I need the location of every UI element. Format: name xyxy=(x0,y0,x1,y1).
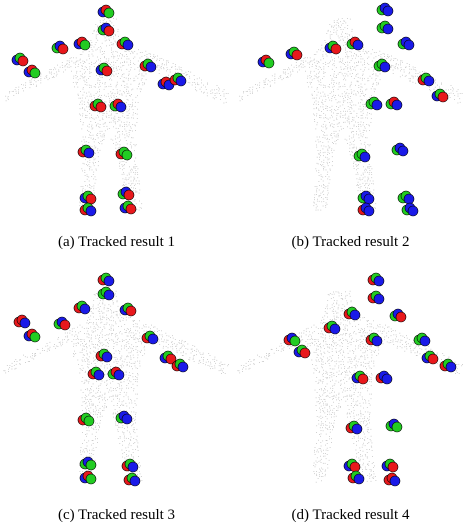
joint-marker xyxy=(125,305,137,317)
joint-marker xyxy=(263,57,275,69)
caption-d: (d) Tracked result 4 xyxy=(291,507,410,523)
joint-marker xyxy=(93,369,105,381)
joint-marker xyxy=(103,275,115,287)
joint-marker xyxy=(95,101,107,113)
joint-marker xyxy=(329,323,341,335)
joint-marker xyxy=(85,473,97,485)
joint-marker xyxy=(57,43,69,55)
joint-marker xyxy=(289,335,301,347)
joint-marker xyxy=(103,289,115,301)
joint-marker xyxy=(371,99,383,111)
point-cloud xyxy=(237,290,463,483)
joint-marker xyxy=(147,333,159,345)
point-cloud xyxy=(3,290,229,483)
joint-marker xyxy=(397,145,409,157)
joint-marker xyxy=(113,369,125,381)
joint-marker xyxy=(17,55,29,67)
caption-a: (a) Tracked result 1 xyxy=(57,234,176,250)
point-cloud xyxy=(5,18,229,211)
joint-marker xyxy=(357,373,369,385)
joint-marker xyxy=(353,473,365,485)
joint-marker xyxy=(101,351,113,363)
joint-marker xyxy=(165,353,177,365)
joint-marker xyxy=(387,461,399,473)
joint-marker xyxy=(391,99,403,111)
joint-marker xyxy=(103,7,115,19)
joint-marker xyxy=(419,335,431,347)
joint-marker xyxy=(363,205,375,217)
point-cloud-figure xyxy=(3,272,229,487)
joint-marker xyxy=(19,317,31,329)
joint-marker xyxy=(79,303,91,315)
joint-marker xyxy=(427,353,439,365)
joint-marker xyxy=(407,205,419,217)
joint-marker xyxy=(115,101,127,113)
joint-marker xyxy=(395,311,407,323)
panel-d: (d) Tracked result 4 xyxy=(234,266,467,531)
panel-c: (c) Tracked result 3 xyxy=(0,266,233,531)
joint-marker xyxy=(103,25,115,37)
joint-marker xyxy=(85,205,97,217)
joint-marker xyxy=(371,335,383,347)
joint-marker xyxy=(403,39,415,51)
joint-marker xyxy=(122,39,134,51)
joint-marker xyxy=(352,39,364,51)
joint-marker xyxy=(129,475,141,487)
joint-marker xyxy=(363,193,375,205)
joint-marker xyxy=(127,461,139,473)
joint-marker xyxy=(123,189,135,201)
point-cloud-figure xyxy=(237,272,463,487)
joint-marker xyxy=(403,193,415,205)
joint-marker xyxy=(423,75,435,87)
joint-marker xyxy=(373,293,385,305)
joint-marker xyxy=(101,65,113,77)
joint-marker xyxy=(349,461,361,473)
joint-marker xyxy=(299,347,311,359)
joint-marker xyxy=(373,275,385,287)
panel-a: (a) Tracked result 1 xyxy=(0,0,233,265)
point-cloud-figure xyxy=(5,4,229,217)
joint-marker xyxy=(391,421,403,433)
joint-marker xyxy=(437,91,449,103)
joint-marker xyxy=(349,309,361,321)
joint-marker xyxy=(177,361,189,373)
joint-marker xyxy=(121,413,133,425)
joint-marker xyxy=(59,319,71,331)
caption-b: (b) Tracked result 2 xyxy=(291,234,410,250)
joint-marker xyxy=(83,147,95,159)
joint-marker xyxy=(83,415,95,427)
joint-marker xyxy=(382,23,394,35)
joint-marker xyxy=(85,193,97,205)
joint-marker xyxy=(175,75,187,87)
joint-marker xyxy=(379,61,391,73)
panel-b: (b) Tracked result 2 xyxy=(234,0,467,265)
joint-marker xyxy=(29,331,41,343)
joint-marker xyxy=(382,5,394,17)
joint-marker xyxy=(79,39,91,51)
joint-marker xyxy=(381,373,393,385)
joint-marker xyxy=(359,151,371,163)
joint-marker xyxy=(351,423,363,435)
joint-marker xyxy=(330,43,342,55)
joint-marker xyxy=(29,67,41,79)
caption-c: (c) Tracked result 3 xyxy=(57,507,176,523)
point-cloud-figure xyxy=(239,2,463,217)
joint-marker xyxy=(291,49,303,61)
joint-marker xyxy=(85,459,97,471)
joint-marker xyxy=(125,203,137,215)
joint-marker xyxy=(389,475,401,487)
joint-marker xyxy=(121,149,133,161)
joint-marker xyxy=(145,61,157,73)
joint-marker xyxy=(445,361,457,373)
